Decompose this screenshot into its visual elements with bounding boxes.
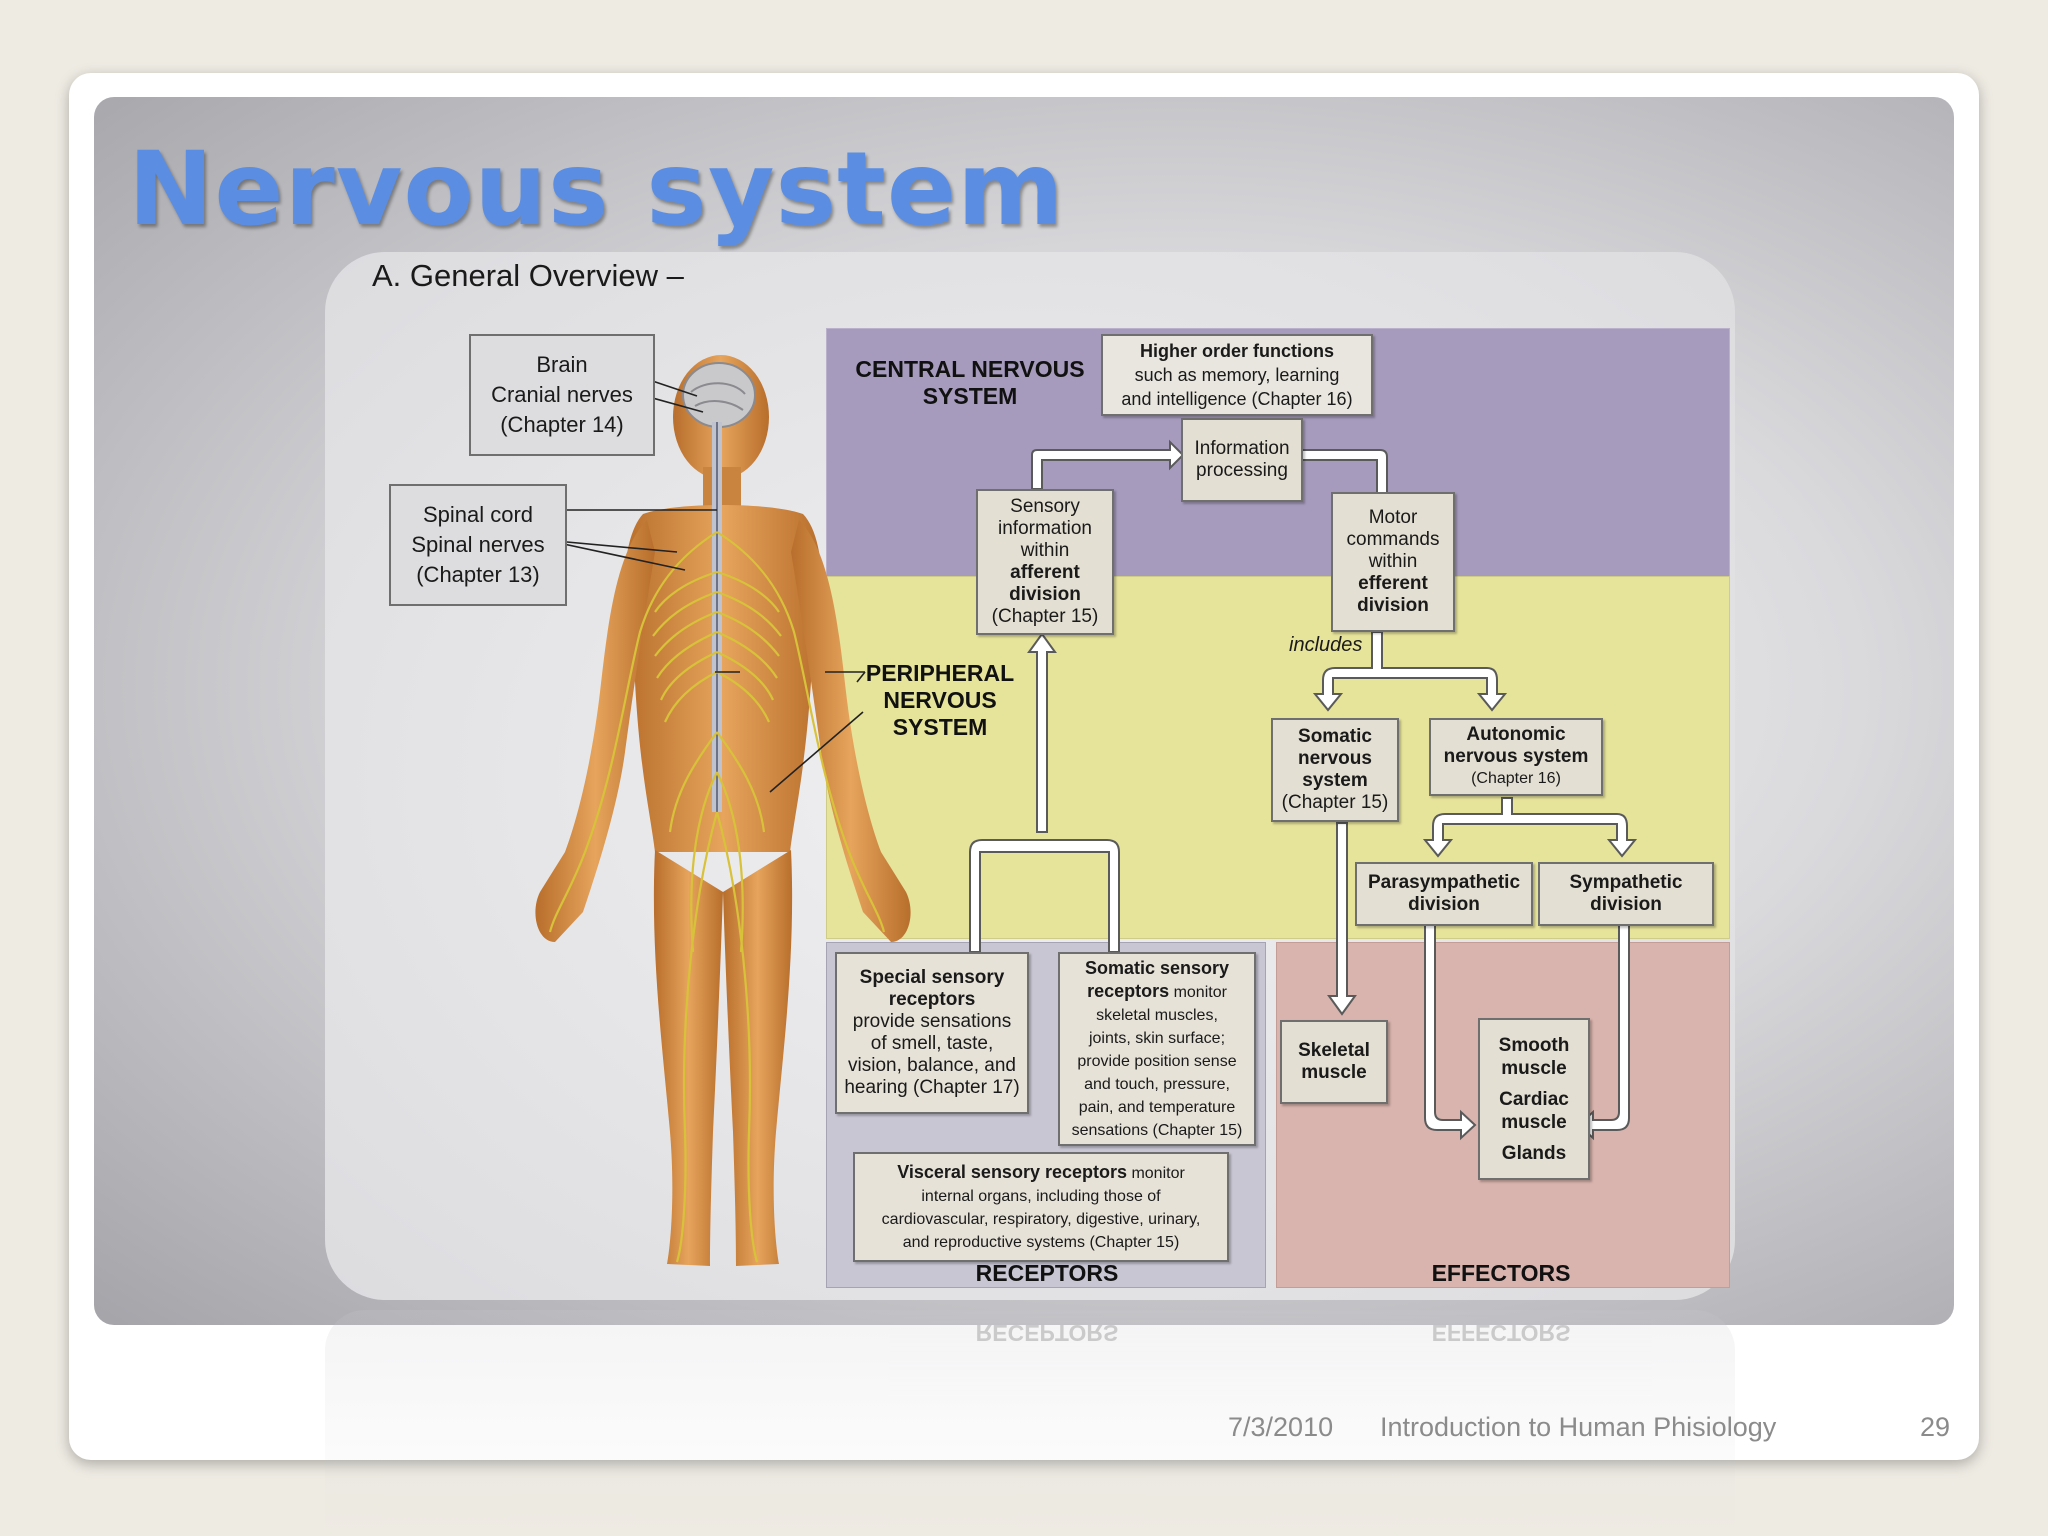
visceral-sensory-title: Visceral sensory receptors: [897, 1161, 1127, 1182]
parasympathetic-line-1: Parasympathetic: [1367, 872, 1521, 893]
slide-title: Nervous system: [128, 130, 1065, 249]
pns-label-line-3: SYSTEM: [892, 714, 988, 740]
visceral-sensory-line-2: cardiovascular, respiratory, digestive, …: [881, 1210, 1201, 1228]
spinal-cord-label: Spinal cord: [422, 502, 534, 527]
receptors-label: RECEPTORS: [975, 1260, 1119, 1286]
skeletal-line-2: muscle: [1301, 1062, 1367, 1083]
somatic-line-1: Somatic: [1298, 726, 1372, 747]
autonomic-line-1: Autonomic: [1466, 724, 1566, 745]
autonomic-line-2: nervous system: [1443, 746, 1589, 767]
effector-smooth-muscle: muscle: [1501, 1057, 1567, 1079]
parasympathetic-line-2: division: [1408, 894, 1480, 915]
higher-order-title: Higher order functions: [1139, 341, 1334, 361]
effector-cardiac: Cardiac: [1499, 1088, 1569, 1110]
special-sensory-title-2: receptors: [888, 989, 976, 1010]
sensory-chapter: (Chapter 15): [991, 606, 1099, 627]
human-body-illustration: [535, 355, 911, 1266]
somatic-sensory-receptors-box: Somatic sensory receptors monitor skelet…: [1058, 952, 1256, 1146]
motor-division: division: [1357, 595, 1429, 616]
somatic-sensory-line-6: sensations (Chapter 15): [1071, 1121, 1243, 1139]
somatic-sensory-line-2: joints, skin surface;: [1088, 1029, 1226, 1047]
spinal-nerves-label: Spinal nerves: [411, 532, 545, 557]
visceral-sensory-monitor: monitor: [1127, 1164, 1185, 1182]
autonomic-nervous-system-box: Autonomic nervous system (Chapter 16): [1429, 718, 1603, 796]
sympathetic-line-2: division: [1590, 894, 1662, 915]
motor-line-2: commands: [1346, 529, 1440, 550]
chapter-13-label: (Chapter 13): [416, 562, 540, 587]
effector-smooth: Smooth: [1498, 1034, 1570, 1056]
sensory-line-1: Sensory: [1010, 496, 1080, 517]
brain-cranial-nerves-box: Brain Cranial nerves (Chapter 14): [469, 334, 655, 456]
skeletal-muscle-box: Skeletal muscle: [1280, 1020, 1388, 1104]
special-sensory-title-1: Special sensory: [859, 967, 1005, 988]
somatic-line-3: system: [1302, 770, 1368, 791]
sensory-line-2: information: [998, 518, 1092, 539]
effector-cardiac-muscle: muscle: [1501, 1111, 1567, 1133]
cns-label-line-2: SYSTEM: [922, 383, 1018, 409]
motor-line-1: Motor: [1368, 507, 1418, 528]
special-sensory-line-2: of smell, taste,: [870, 1033, 994, 1054]
page-number: 29: [1920, 1412, 1951, 1442]
footer-title: Introduction to Human Phisiology: [1380, 1412, 1777, 1442]
somatic-sensory-line-4: and touch, pressure,: [1084, 1075, 1230, 1093]
somatic-sensory-line-3: provide position sense: [1077, 1052, 1237, 1070]
visceral-sensory-receptors-box: Visceral sensory receptors monitor inter…: [853, 1152, 1229, 1262]
sensory-line-3: within: [1020, 540, 1070, 561]
special-sensory-line-1: provide sensations: [852, 1011, 1012, 1032]
sympathetic-division-box: Sympathetic division: [1538, 862, 1714, 926]
sensory-information-box: Sensory information within afferent divi…: [976, 489, 1114, 635]
special-sensory-line-3: vision, balance, and: [848, 1055, 1016, 1076]
nervous-system-figure: A. General Overview –: [325, 252, 1735, 1300]
info-processing-line-1: Information: [1194, 438, 1290, 459]
autonomic-chapter: (Chapter 16): [1471, 770, 1561, 787]
higher-order-line-2: and intelligence (Chapter 16): [1121, 389, 1353, 409]
somatic-chapter: (Chapter 15): [1281, 792, 1389, 813]
information-processing-box: Information processing: [1181, 418, 1303, 502]
sympathetic-line-1: Sympathetic: [1569, 872, 1683, 893]
visceral-sensory-line-3: and reproductive systems (Chapter 15): [902, 1233, 1180, 1251]
somatic-sensory-receptors-word: receptors: [1087, 980, 1170, 1001]
spinal-cord-nerves-box: Spinal cord Spinal nerves (Chapter 13): [389, 484, 567, 606]
somatic-nervous-system-box: Somatic nervous system (Chapter 15): [1271, 718, 1399, 822]
somatic-line-2: nervous: [1298, 748, 1372, 769]
pns-label-line-1: PERIPHERAL: [865, 660, 1015, 686]
smooth-cardiac-glands-box: Smooth muscle Cardiac muscle Glands: [1478, 1018, 1590, 1180]
pns-label-line-2: NERVOUS: [883, 687, 997, 713]
special-sensory-line-4: hearing (Chapter 17): [844, 1077, 1020, 1098]
effectors-label: EFFECTORS: [1431, 1260, 1571, 1286]
cns-label-line-1: CENTRAL NERVOUS: [855, 356, 1085, 382]
sensory-division: division: [1009, 584, 1081, 605]
cns-label: CENTRAL NERVOUS SYSTEM: [845, 356, 1095, 410]
info-processing-line-2: processing: [1196, 460, 1288, 481]
somatic-sensory-monitor: monitor: [1169, 983, 1227, 1001]
effector-glands: Glands: [1501, 1142, 1567, 1164]
chapter-14-label: (Chapter 14): [500, 412, 624, 437]
motor-commands-box: Motor commands within efferent division: [1331, 492, 1455, 632]
figure-subtitle: A. General Overview –: [372, 258, 684, 293]
pns-label: PERIPHERAL NERVOUS SYSTEM: [860, 660, 1020, 741]
motor-line-3: within: [1368, 551, 1418, 572]
brain-label: Brain: [536, 352, 588, 377]
parasympathetic-division-box: Parasympathetic division: [1355, 862, 1533, 926]
higher-order-line-1: such as memory, learning: [1134, 365, 1340, 385]
somatic-sensory-line-5: pain, and temperature: [1078, 1098, 1236, 1116]
sensory-afferent: afferent: [1010, 562, 1080, 583]
somatic-sensory-title: Somatic sensory: [1084, 957, 1230, 978]
skeletal-line-1: Skeletal: [1298, 1040, 1370, 1061]
includes-label: includes: [1289, 634, 1363, 656]
motor-efferent: efferent: [1358, 573, 1428, 594]
somatic-sensory-line-1: skeletal muscles,: [1096, 1006, 1218, 1024]
visceral-sensory-line-1: internal organs, including those of: [921, 1187, 1161, 1205]
special-sensory-receptors-box: Special sensory receptors provide sensat…: [835, 952, 1029, 1114]
higher-order-functions-box: Higher order functions such as memory, l…: [1101, 334, 1373, 416]
flow-arrows: [969, 439, 1638, 1141]
footer-date: 7/3/2010: [1228, 1412, 1334, 1442]
cranial-nerves-label: Cranial nerves: [491, 382, 633, 407]
